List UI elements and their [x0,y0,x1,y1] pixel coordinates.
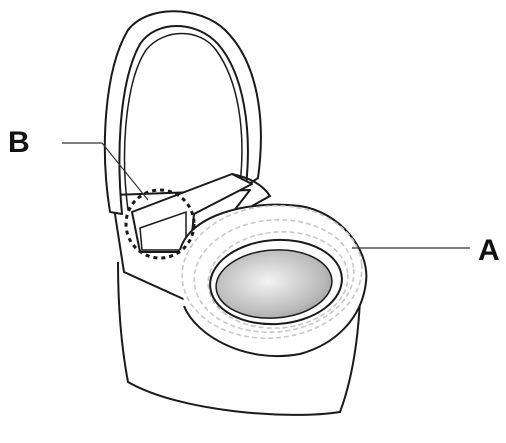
callout-label-b: B [8,128,30,158]
callout-label-a: A [478,236,500,266]
